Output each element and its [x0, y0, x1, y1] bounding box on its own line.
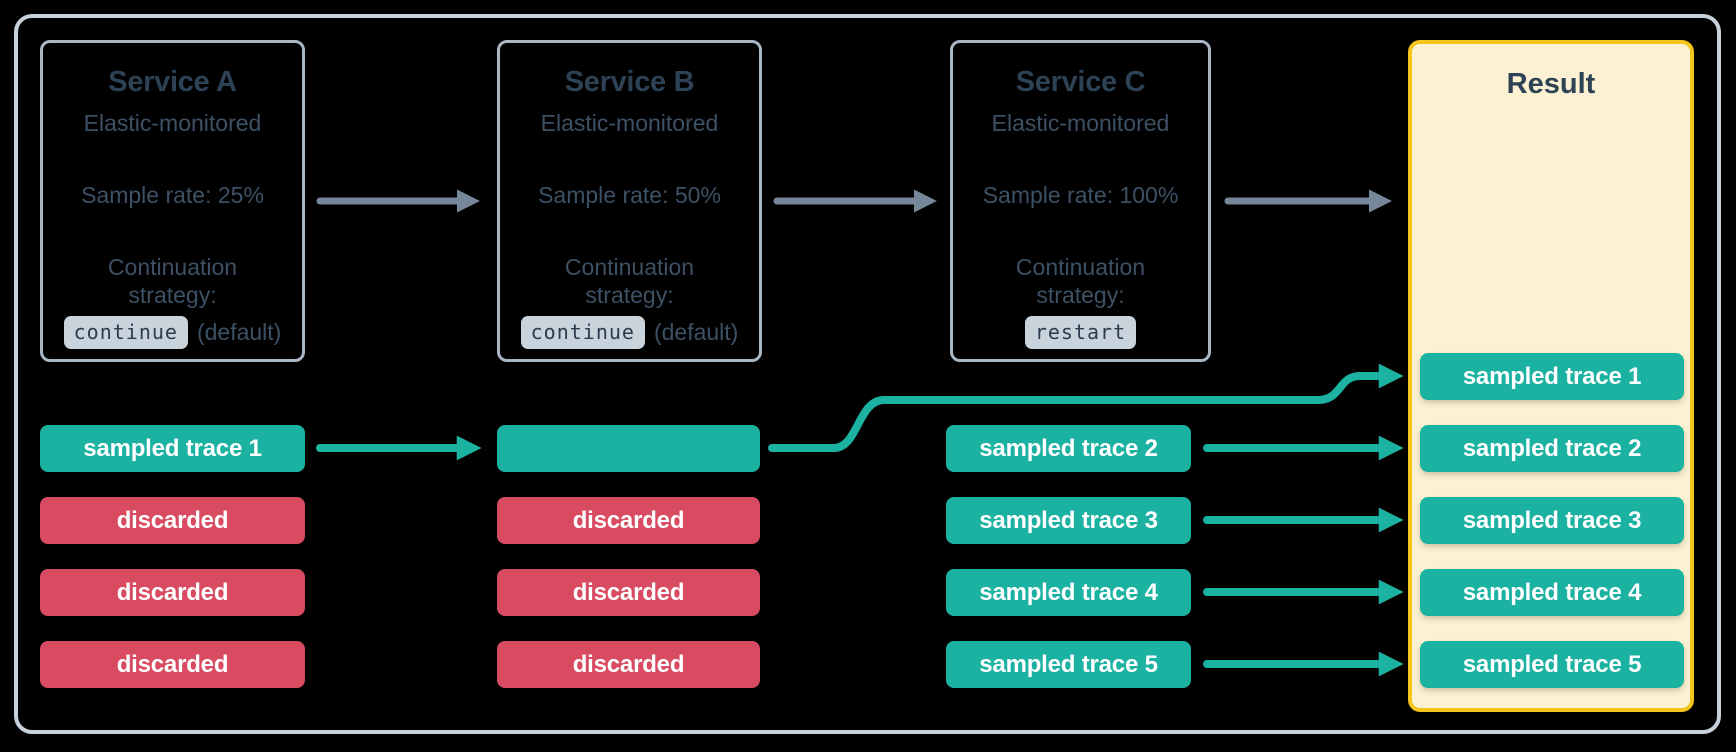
trace-chip-a-discarded-3: discarded [40, 641, 305, 688]
result-chip-sampled-3: sampled trace 3 [1420, 497, 1684, 544]
service-c-strategy-code-chip: restart [1024, 315, 1137, 349]
service-c-sample-rate: Sample rate: 100% [982, 182, 1179, 208]
result-chip-sampled-4: sampled trace 4 [1420, 569, 1684, 616]
trace-chip-a-sampled-1: sampled trace 1 [40, 425, 305, 472]
service-b-box: Service B Elastic-monitored Sample rate:… [497, 40, 762, 362]
service-b-title: Service B [564, 66, 695, 98]
service-c-subtitle: Elastic-monitored [991, 110, 1170, 136]
service-b-strategy-row: continue (default) [500, 313, 759, 351]
service-a-title: Service A [108, 66, 237, 98]
service-a-box: Service A Elastic-monitored Sample rate:… [40, 40, 305, 362]
trace-chip-a-discarded-1: discarded [40, 497, 305, 544]
trace-chip-c-sampled-2: sampled trace 2 [946, 425, 1191, 472]
service-c-continuation-label-line1: Continuation [1015, 254, 1146, 280]
result-chip-sampled-5: sampled trace 5 [1420, 641, 1684, 688]
diagram-frame [14, 14, 1721, 734]
service-a-continuation-label-line1: Continuation [107, 254, 238, 280]
trace-chip-c-sampled-4: sampled trace 4 [946, 569, 1191, 616]
service-c-continuation-label-line2: strategy: [1036, 282, 1125, 308]
result-chip-sampled-2: sampled trace 2 [1420, 425, 1684, 472]
service-b-sample-rate: Sample rate: 50% [538, 182, 721, 208]
trace-chip-b-discarded-2: discarded [497, 569, 760, 616]
service-a-sample-rate: Sample rate: 25% [81, 182, 264, 208]
service-b-subtitle: Elastic-monitored [540, 110, 719, 136]
service-a-strategy-code-chip: continue [63, 315, 188, 349]
trace-chip-c-sampled-5: sampled trace 5 [946, 641, 1191, 688]
result-chip-sampled-1: sampled trace 1 [1420, 353, 1684, 400]
service-a-subtitle: Elastic-monitored [83, 110, 262, 136]
service-b-continuation-label-line1: Continuation [564, 254, 695, 280]
trace-chip-b-sampled-unlabeled [497, 425, 760, 472]
service-b-strategy-code-chip: continue [520, 315, 645, 349]
service-a-continuation-label-line2: strategy: [128, 282, 217, 308]
service-a-strategy-default-note: (default) [196, 318, 282, 345]
service-c-title: Service C [1015, 66, 1146, 98]
service-b-strategy-default-note: (default) [653, 318, 739, 345]
trace-chip-b-discarded-3: discarded [497, 641, 760, 688]
service-c-strategy-row: restart [953, 313, 1208, 351]
trace-chip-a-discarded-2: discarded [40, 569, 305, 616]
trace-chip-c-sampled-3: sampled trace 3 [946, 497, 1191, 544]
service-a-strategy-row: continue (default) [43, 313, 302, 351]
service-b-continuation-label-line2: strategy: [585, 282, 674, 308]
trace-chip-b-discarded-1: discarded [497, 497, 760, 544]
service-c-box: Service C Elastic-monitored Sample rate:… [950, 40, 1211, 362]
result-title: Result [1506, 68, 1596, 100]
